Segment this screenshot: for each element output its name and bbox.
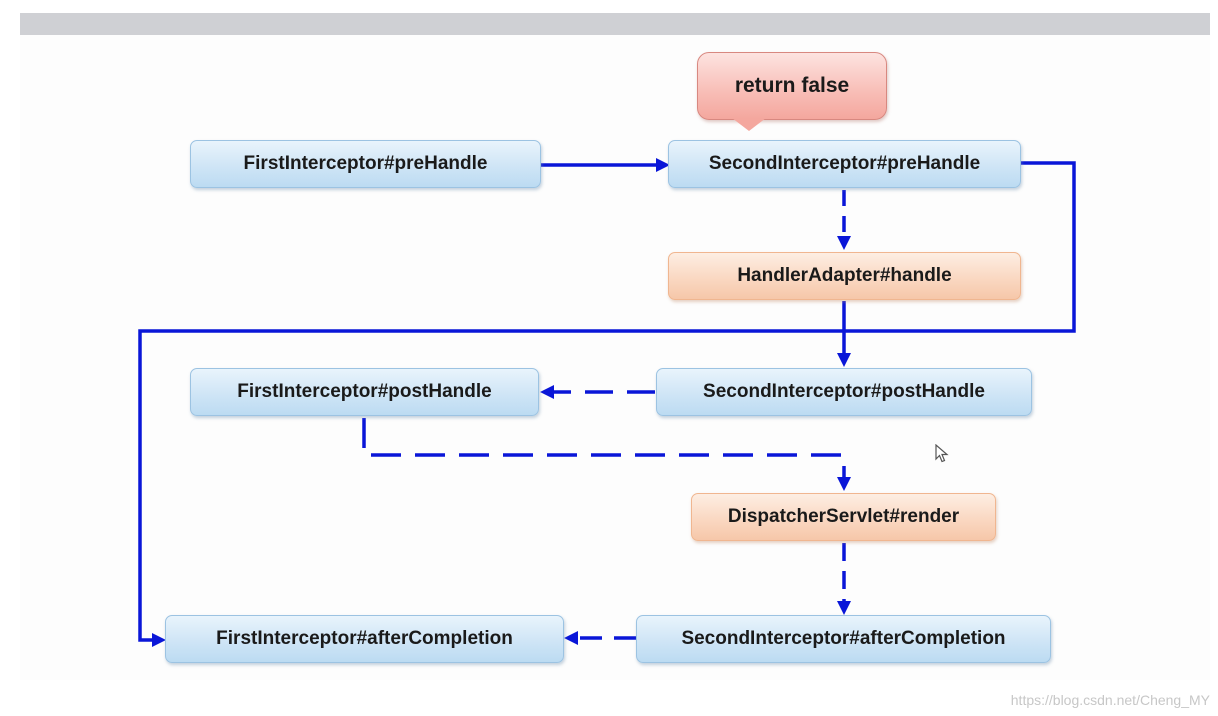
node-label: FirstInterceptor#preHandle	[243, 153, 488, 174]
node-first-interceptor-posthandle: FirstInterceptor#postHandle	[190, 368, 539, 416]
arrowhead	[656, 158, 670, 172]
node-label: DispatcherServlet#render	[727, 506, 960, 527]
arrowhead	[540, 385, 554, 399]
node-handler-adapter-handle: HandlerAdapter#handle	[668, 252, 1021, 300]
return-false-callout: return false	[697, 52, 887, 120]
arrowhead	[837, 236, 851, 250]
arrowhead	[837, 477, 851, 491]
node-label: SecondInterceptor#preHandle	[708, 153, 981, 174]
callout-pointer	[732, 118, 766, 131]
node-second-interceptor-posthandle: SecondInterceptor#postHandle	[656, 368, 1032, 416]
arrowhead	[564, 631, 578, 645]
node-first-interceptor-prehandle: FirstInterceptor#preHandle	[190, 140, 541, 188]
watermark: https://blog.csdn.net/Cheng_MY	[1010, 692, 1210, 708]
callout-label: return false	[734, 74, 850, 97]
node-second-interceptor-prehandle: SecondInterceptor#preHandle	[668, 140, 1021, 188]
return-false-path	[138, 161, 1076, 642]
node-dispatcher-servlet-render: DispatcherServlet#render	[691, 493, 996, 541]
node-label: SecondInterceptor#afterCompletion	[681, 628, 1006, 649]
mouse-pointer-icon	[935, 444, 949, 463]
node-second-interceptor-aftercompletion: SecondInterceptor#afterCompletion	[636, 615, 1051, 663]
arrowhead	[837, 353, 851, 367]
node-label: SecondInterceptor#postHandle	[703, 381, 985, 402]
top-bar	[20, 13, 1210, 35]
arrowhead	[837, 601, 851, 615]
node-label: FirstInterceptor#postHandle	[237, 381, 492, 402]
node-label: FirstInterceptor#afterCompletion	[216, 628, 513, 649]
node-label: HandlerAdapter#handle	[737, 265, 952, 286]
arrow-first-post-to-render	[362, 418, 846, 478]
node-first-interceptor-aftercompletion: FirstInterceptor#afterCompletion	[165, 615, 564, 663]
arrowhead	[152, 633, 166, 647]
